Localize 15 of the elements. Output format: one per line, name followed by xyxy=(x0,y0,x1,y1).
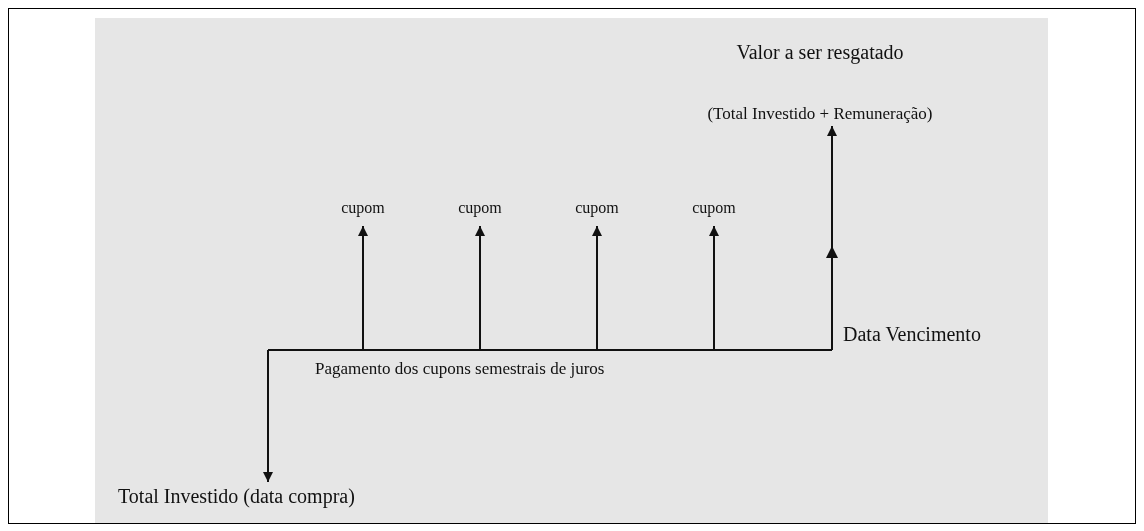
value-label: cupom xyxy=(458,198,502,218)
value-label: Total Investido (data compra) xyxy=(118,484,355,509)
value-note: (Total Investido + Remuneração) xyxy=(707,102,933,124)
value-label: cupom xyxy=(692,198,736,218)
value-label: Valor a ser resgatado xyxy=(736,40,904,65)
arrow xyxy=(826,125,838,351)
text-label: Data Vencimento xyxy=(843,322,981,347)
arrow xyxy=(709,225,719,351)
arrow xyxy=(592,225,602,351)
value-label: cupom xyxy=(341,198,385,218)
arrow xyxy=(358,225,368,351)
value-label: cupom xyxy=(575,198,619,218)
arrow xyxy=(475,225,485,351)
text-label: Pagamento dos cupons semestrais de juros xyxy=(315,358,605,380)
arrow xyxy=(263,349,273,483)
